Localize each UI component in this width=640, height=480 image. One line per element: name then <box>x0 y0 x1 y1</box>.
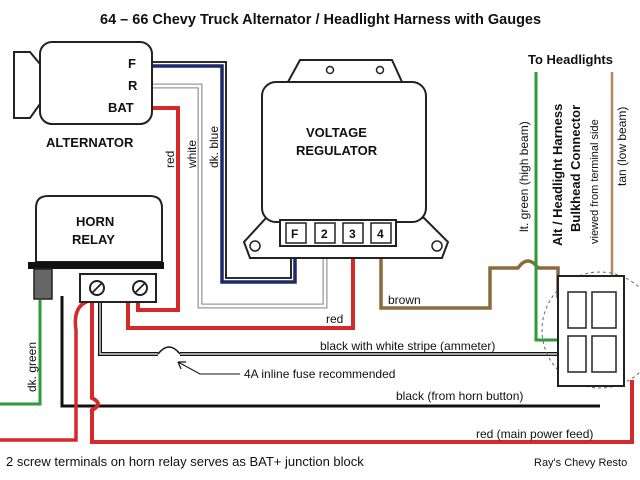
label-brown: brown <box>388 293 421 307</box>
label-main-feed: red (main power feed) <box>476 427 593 441</box>
cap-screw-right <box>375 65 385 75</box>
terminal-box-4 <box>370 222 392 244</box>
connector-outline <box>541 271 640 389</box>
alternator-body <box>39 41 153 125</box>
dk-green-wire <box>0 300 42 406</box>
horn-relay-body <box>35 195 163 263</box>
screw-slot-left <box>91 282 103 294</box>
footer-note: 2 screw terminals on horn relay serves a… <box>6 454 364 469</box>
main-feed-left <box>0 298 93 442</box>
alternator-pulley <box>13 51 41 119</box>
connector-title-1: Alt / Headlight Harness <box>550 104 565 246</box>
alternator-label: ALTERNATOR <box>46 135 134 150</box>
label-red-bat: red <box>163 151 177 168</box>
label-red-regulator: red <box>326 312 343 326</box>
alternator-terminal-r: R <box>128 78 138 93</box>
fuse-callout-arrowhead <box>177 361 186 370</box>
black-wire-f <box>152 61 292 279</box>
regulator-terminal-f: F <box>291 227 298 241</box>
horn-relay-label-1: HORN <box>76 214 114 229</box>
footer-credit: Ray's Chevy Resto <box>534 457 627 469</box>
regulator-terminal-3: 3 <box>349 227 356 241</box>
tan-label: tan (low beam) <box>615 107 629 186</box>
terminal-box-f <box>285 222 307 244</box>
horn-relay-label-2: RELAY <box>72 232 115 247</box>
terminal-box-3 <box>342 222 364 244</box>
connector-subtitle: viewed from terminal side <box>589 119 601 244</box>
label-dk-blue: dk. blue <box>207 126 221 168</box>
lt-green-wire <box>534 72 560 342</box>
connector-slot-1 <box>567 291 587 329</box>
mount-hole-right <box>431 240 443 252</box>
regulator-cap <box>286 59 404 83</box>
connector-slot-3 <box>567 335 587 373</box>
inline-fuse <box>157 346 181 355</box>
connector-title-2: Bulkhead Connector <box>568 105 583 232</box>
horn-relay-terminal-left <box>33 268 53 300</box>
connector-slot-4 <box>591 335 617 373</box>
ammeter-wire-stripe <box>99 296 580 355</box>
terminal-box-2 <box>314 222 336 244</box>
blue-wire <box>152 64 297 284</box>
bulkhead-connector: To Headlights Alt / Headlight Harness Bu… <box>517 52 640 389</box>
label-dk-green: dk. green <box>25 342 39 392</box>
label-ammeter: black with white stripe (ammeter) <box>320 339 495 353</box>
cap-screw-left <box>325 65 335 75</box>
horn-relay-base <box>28 262 164 269</box>
connector-slot-2 <box>591 291 617 329</box>
horn-relay: HORN RELAY <box>28 195 164 303</box>
alternator: F R BAT ALTERNATOR <box>13 41 153 150</box>
white-wire-core <box>152 84 327 308</box>
mount-hole-left <box>249 240 261 252</box>
to-headlights-label: To Headlights <box>528 52 613 67</box>
fuse-callout-arrow <box>177 361 240 375</box>
screw-slot-right <box>134 282 146 294</box>
regulator-label-1: VOLTAGE <box>306 125 367 140</box>
alternator-terminal-bat: BAT <box>108 100 134 115</box>
regulator-label-2: REGULATOR <box>296 143 378 158</box>
regulator-terminal-4: 4 <box>377 227 384 241</box>
label-horn-button: black (from horn button) <box>396 389 523 403</box>
horn-button-wire <box>60 296 600 408</box>
voltage-regulator: VOLTAGE REGULATOR F 2 3 4 <box>242 59 450 259</box>
diagram-title: 64 – 66 Chevy Truck Alternator / Headlig… <box>100 12 541 28</box>
red-bat-wire <box>136 106 180 312</box>
label-white: white <box>185 140 199 169</box>
alternator-terminal-f: F <box>128 56 136 71</box>
regulator-terminal-2: 2 <box>321 227 328 241</box>
lt-green-label: lt. green (high beam) <box>517 121 531 232</box>
red-regulator-wire <box>126 245 355 330</box>
brown-wire <box>379 245 560 310</box>
label-fuse: 4A inline fuse recommended <box>244 367 395 381</box>
main-feed-wire <box>90 296 634 444</box>
